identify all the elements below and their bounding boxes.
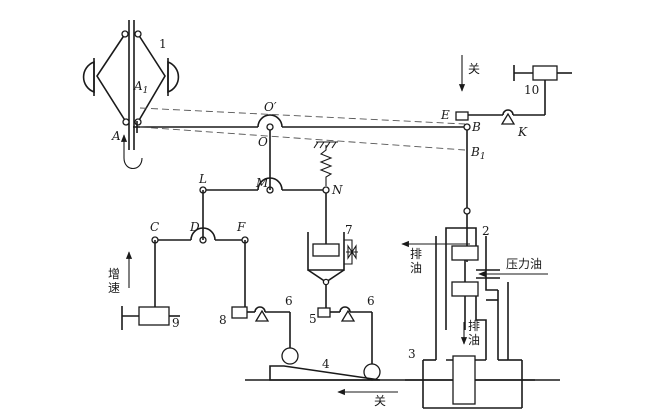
text-pressure-oil: 压力油	[506, 257, 542, 271]
label-component-2: 2	[482, 224, 490, 238]
flyball-governor	[82, 20, 180, 170]
label-d: D	[189, 220, 200, 234]
label-component-6-left: 6	[285, 294, 293, 308]
dashpot	[307, 193, 358, 308]
feedback-rods	[231, 306, 560, 396]
label-a1: A1	[133, 79, 148, 96]
manual-stop-mechanism	[455, 55, 572, 125]
label-m: M	[255, 176, 269, 190]
main-floating-lever	[139, 107, 467, 151]
label-component-5: 5	[309, 312, 317, 326]
text-speed-up: 增速	[108, 267, 120, 295]
speed-changer	[121, 251, 180, 330]
label-f: F	[236, 220, 246, 234]
servomotor	[405, 355, 535, 409]
label-component-6-right: 6	[367, 294, 375, 308]
label-component-3: 3	[408, 347, 416, 361]
label-l: L	[198, 172, 207, 186]
label-b1: B1	[470, 145, 486, 162]
label-component-10: 10	[524, 83, 539, 97]
label-k: K	[517, 125, 528, 139]
label-e: E	[440, 108, 450, 122]
label-component-1: 1	[159, 37, 167, 51]
lever-linkage	[199, 123, 471, 232]
label-a: A	[111, 129, 121, 143]
label-component-7: 7	[345, 223, 353, 237]
speed-adjust-lever	[151, 227, 249, 308]
distributing-valve	[401, 214, 548, 360]
label-o: O	[258, 135, 268, 149]
label-c: C	[150, 220, 159, 234]
label-component-8: 8	[219, 313, 227, 327]
text-drain-left: 排油	[410, 247, 422, 275]
label-component-4: 4	[322, 357, 330, 371]
text-close-top: 关	[468, 62, 480, 76]
label-n: N	[331, 183, 343, 197]
text-close-bottom: 关	[374, 394, 386, 408]
text-drain-center: 排油	[468, 319, 480, 347]
label-b: B	[471, 120, 481, 134]
label-o-prime: O′	[264, 100, 277, 114]
label-component-9: 9	[172, 316, 180, 330]
